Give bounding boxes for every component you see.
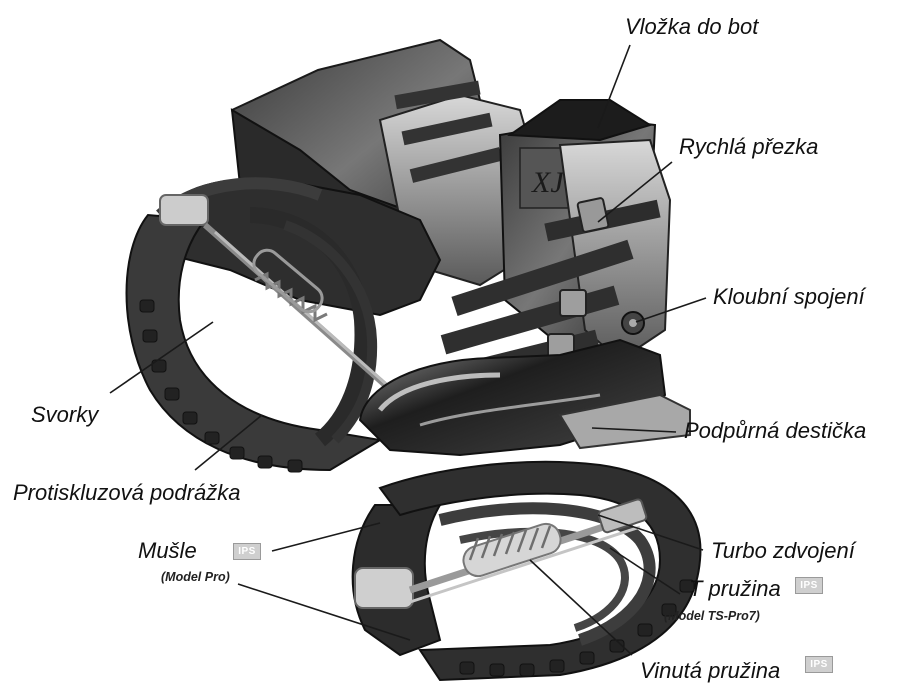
label-turbo: Turbo zdvojení	[711, 538, 855, 564]
ips-badge-t-spring: IPS	[795, 577, 823, 594]
ips-badge-coil-spring: IPS	[805, 656, 833, 673]
label-support-plate: Podpůrná destička	[684, 418, 866, 444]
front-spring-frame	[353, 462, 701, 680]
svg-text:XJ: XJ	[531, 166, 565, 199]
label-clamps: Svorky	[31, 402, 98, 428]
label-t-spring: T pružina	[689, 576, 781, 602]
ips-badge-shell: IPS	[233, 543, 261, 560]
label-insole: Vložka do bot	[625, 14, 758, 40]
label-quick-buckle: Rychlá přezka	[679, 134, 818, 160]
label-coil-spring: Vinutá pružina	[640, 658, 780, 684]
label-t-spring-model: (Model TS-Pro7)	[664, 609, 760, 623]
label-joint: Kloubní spojení	[713, 284, 865, 310]
label-anti-slip-sole: Protiskluzová podrážka	[13, 480, 240, 506]
label-shell: Mušle	[138, 538, 197, 564]
label-shell-model: (Model Pro)	[161, 570, 230, 584]
